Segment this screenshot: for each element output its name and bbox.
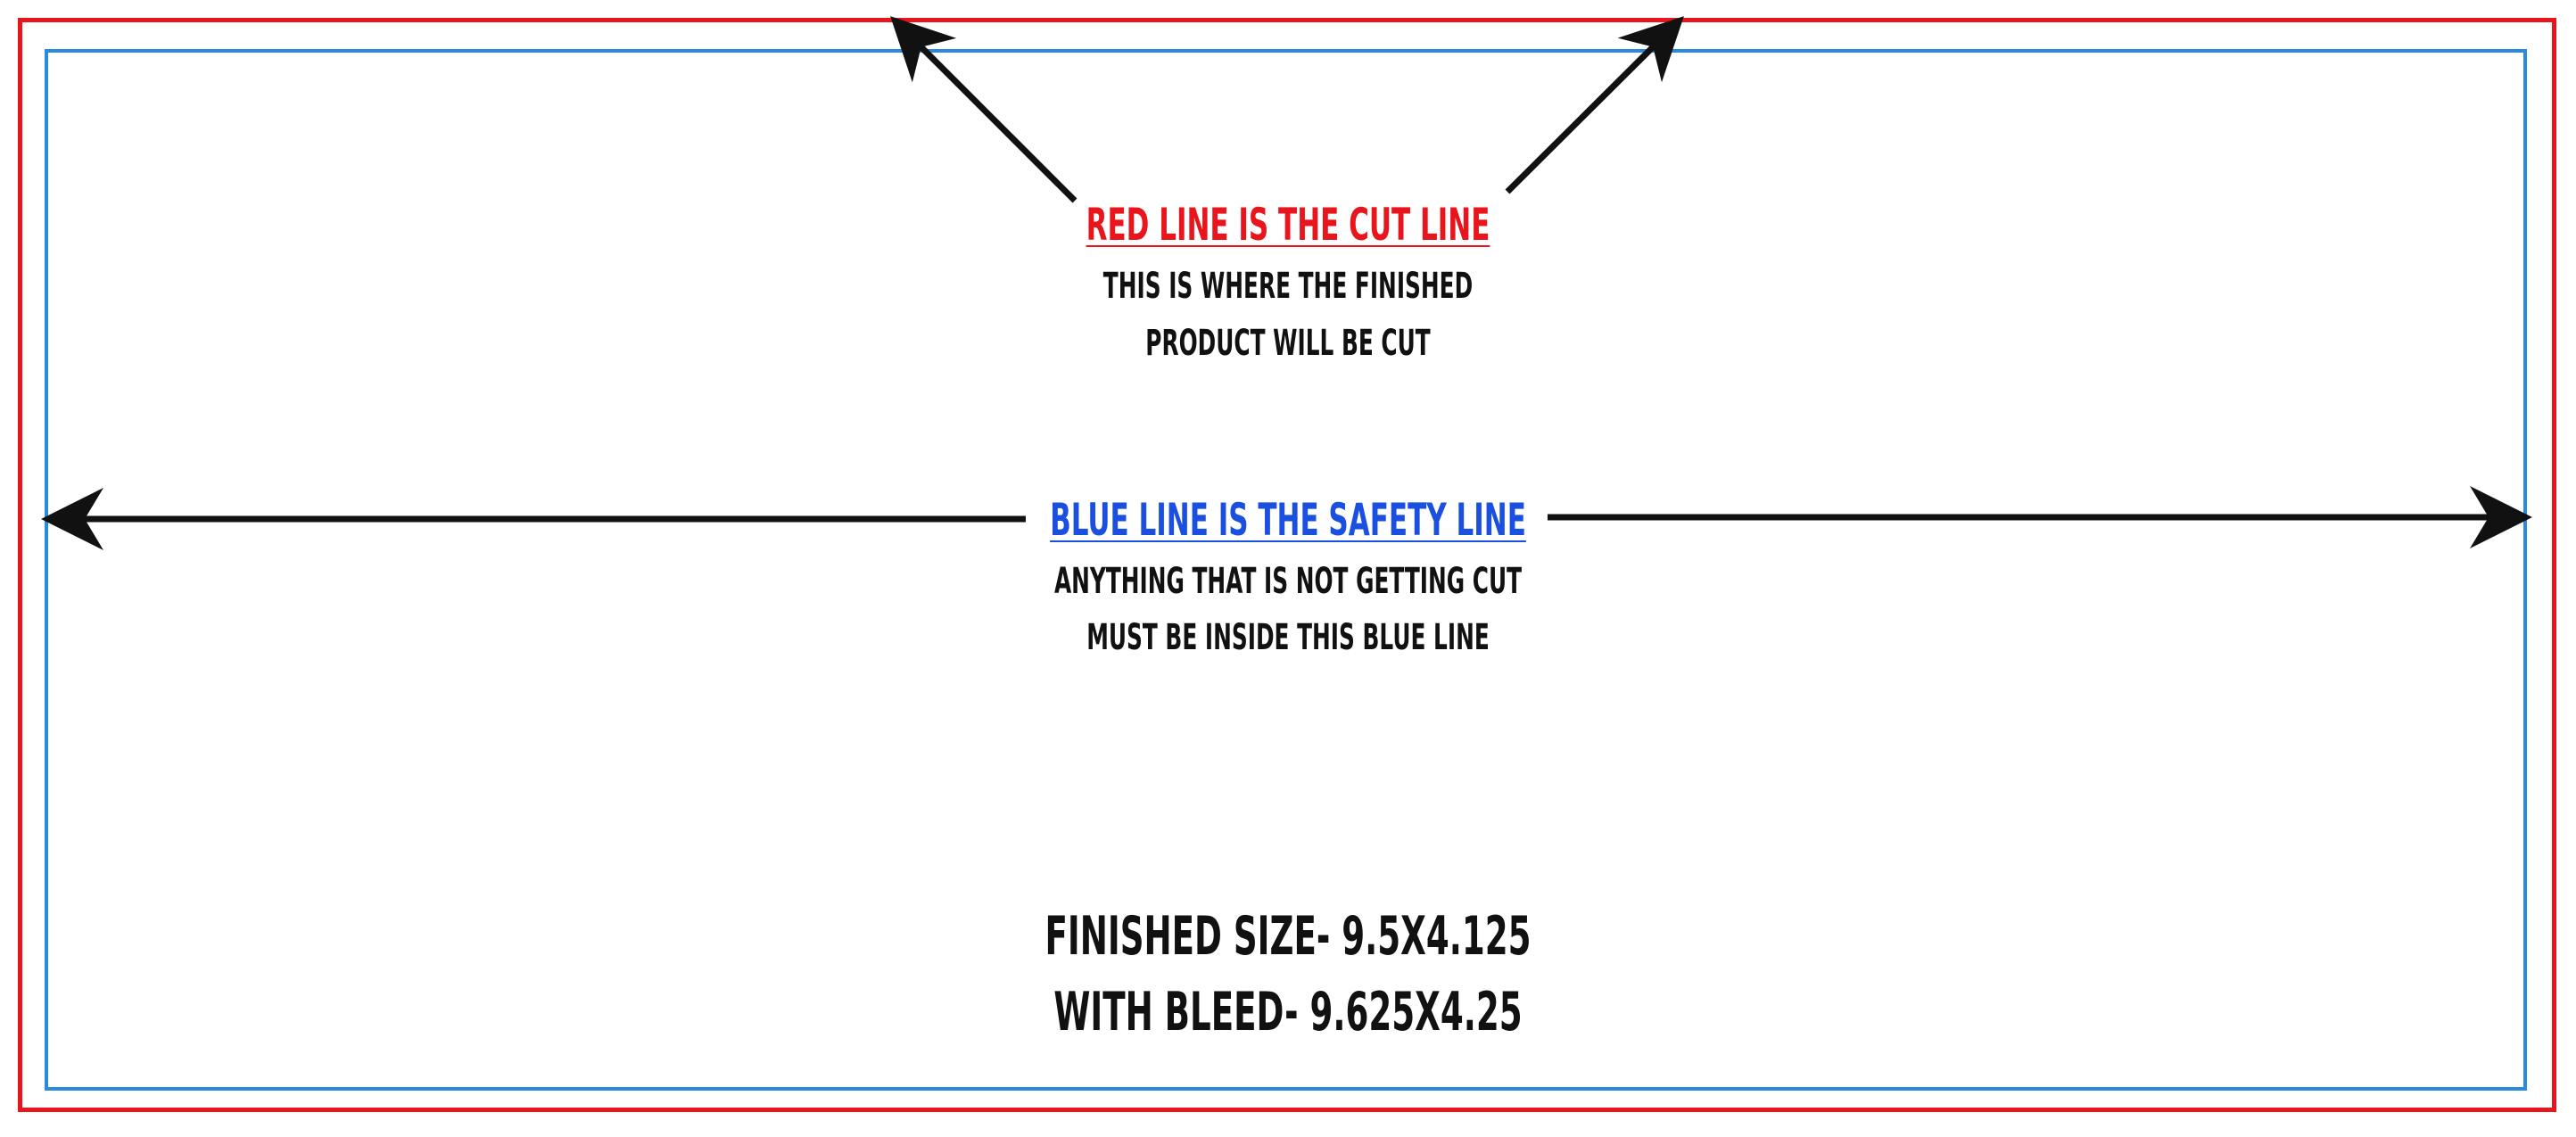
cut-line-arrow-left bbox=[890, 16, 1077, 203]
cut-line-description-line2: PRODUCT WILL BE CUT bbox=[1145, 323, 1431, 364]
safety-line-heading: BLUE LINE IS THE SAFETY LINE bbox=[1050, 494, 1526, 546]
safety-line-border bbox=[45, 49, 2527, 1091]
cut-line-description-line1: THIS IS WHERE THE FINISHED bbox=[1102, 266, 1474, 307]
cut-line-heading: RED LINE IS THE CUT LINE bbox=[1086, 199, 1490, 251]
safety-line-description-line2: MUST BE INSIDE THIS BLUE LINE bbox=[1086, 617, 1490, 658]
finished-size-label: FINISHED SIZE- 9.5X4.125 bbox=[1044, 905, 1532, 968]
cut-line-border bbox=[18, 18, 2556, 1112]
bleed-size-label: WITH BLEED- 9.625X4.25 bbox=[1053, 981, 1523, 1043]
cut-line-arrow-right bbox=[1505, 16, 1684, 194]
safety-line-description-line1: ANYTHING THAT IS NOT GETTING CUT bbox=[1053, 561, 1523, 602]
